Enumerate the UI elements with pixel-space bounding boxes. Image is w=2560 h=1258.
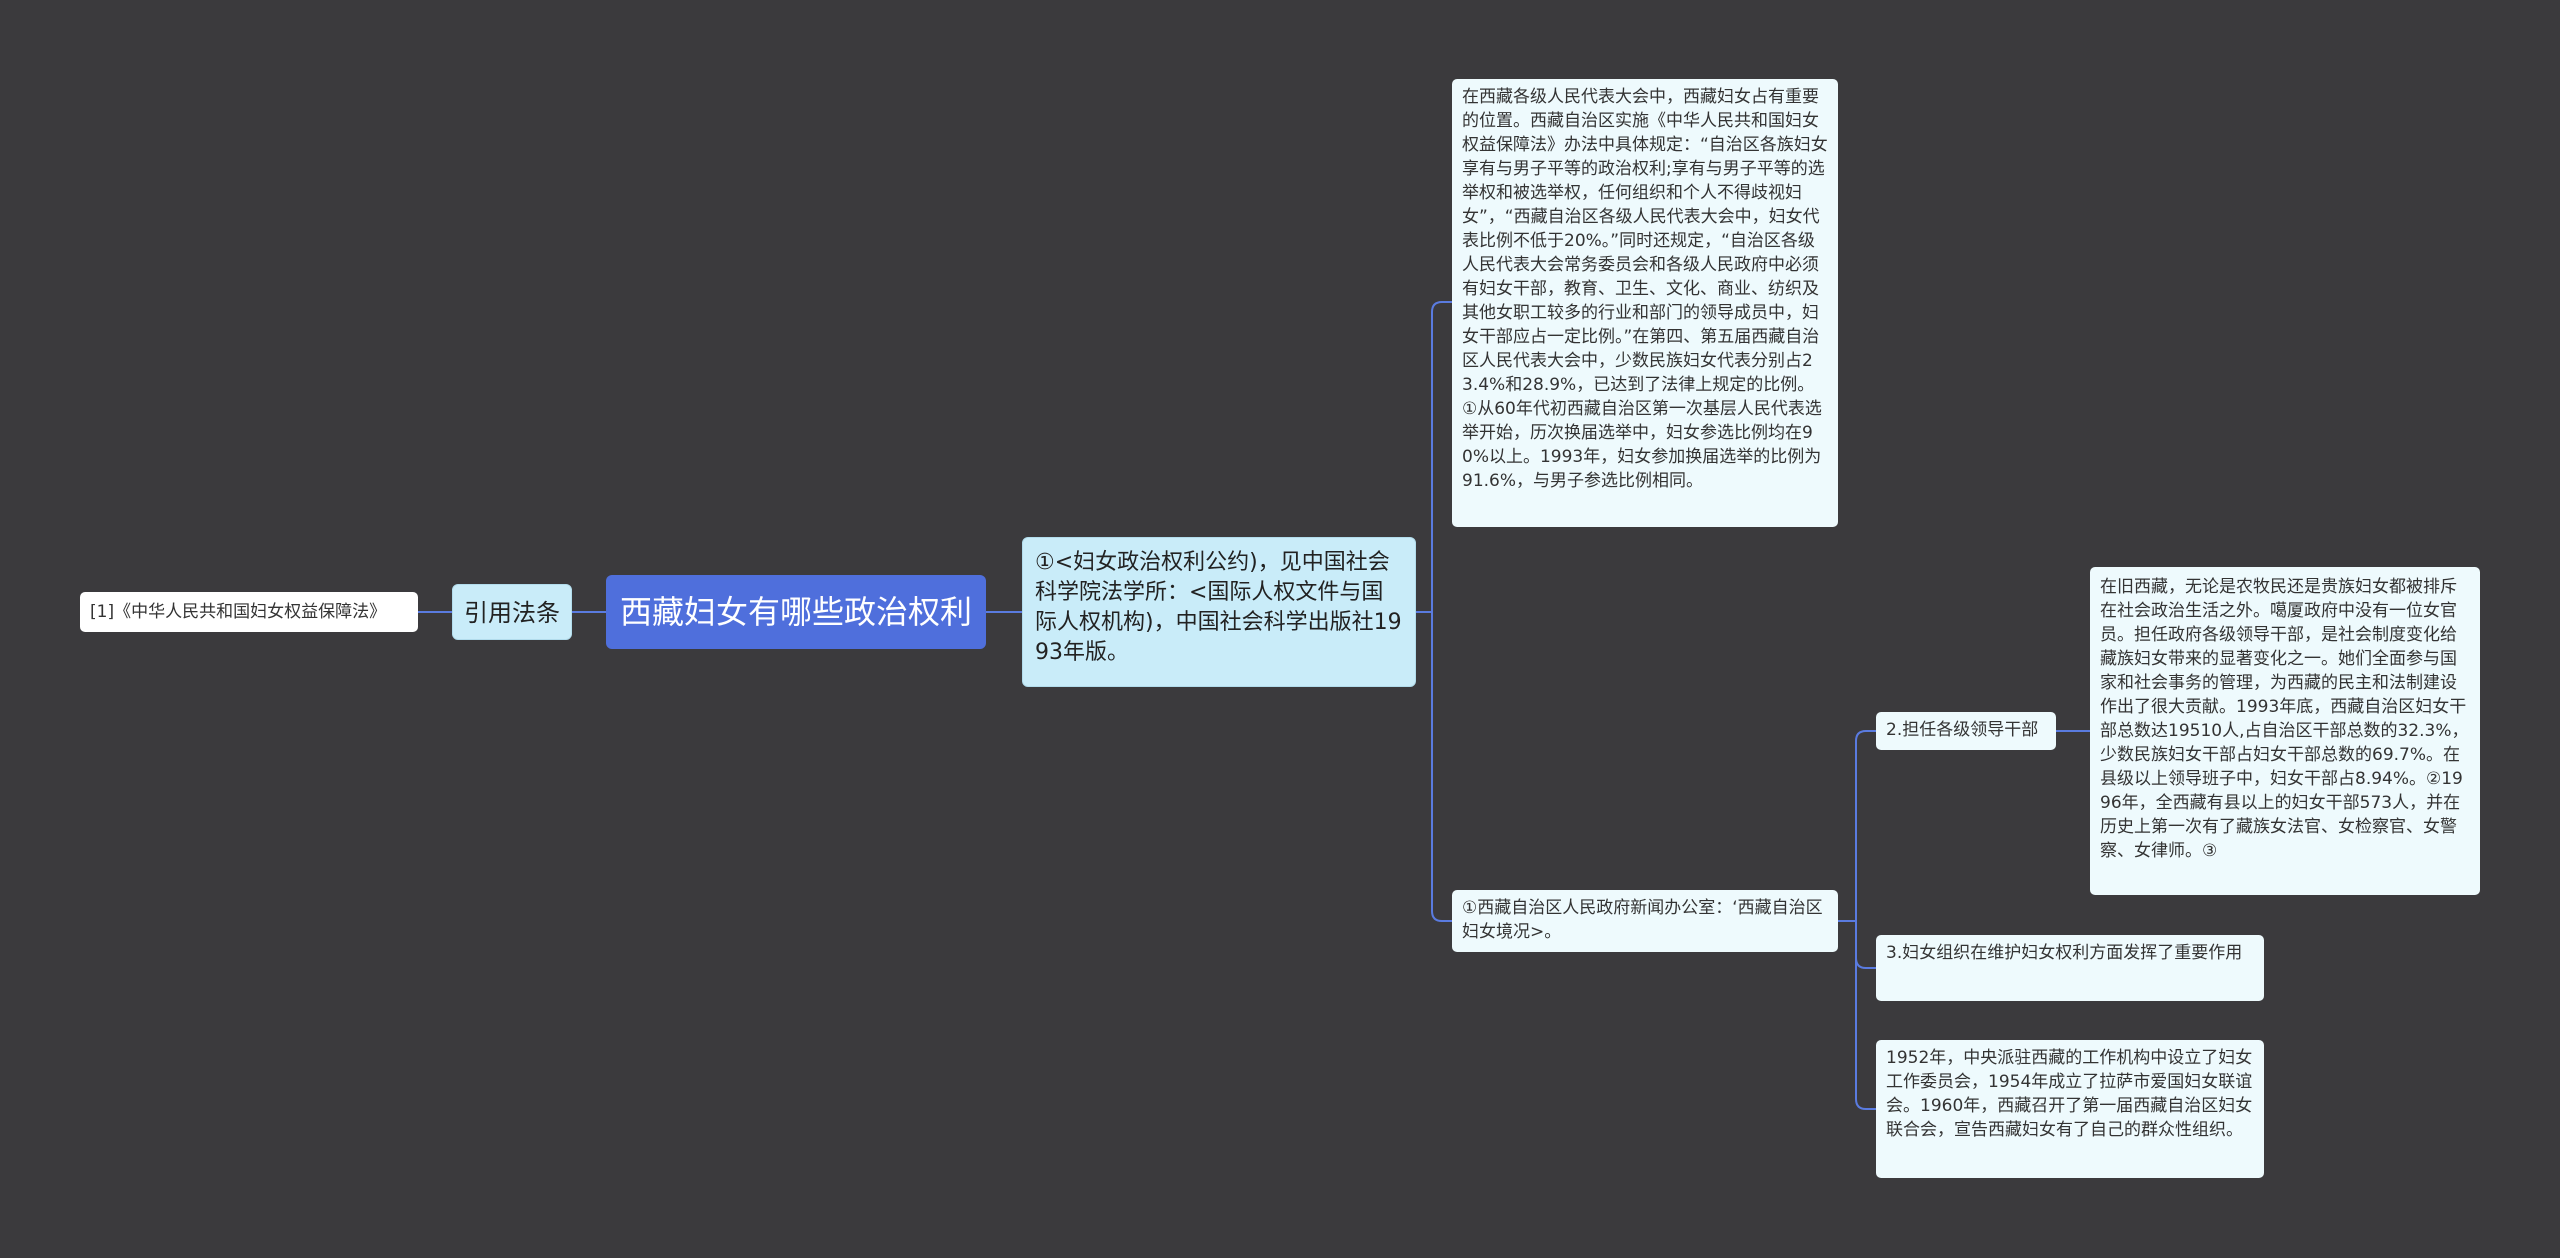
link-office-children <box>1838 730 1876 1110</box>
branch-cited-law[interactable]: 引用法条 <box>452 584 572 640</box>
root-topic[interactable]: 西藏妇女有哪些政治权利 <box>606 575 986 649</box>
node-leading-cadres[interactable]: 2.担任各级领导干部 <box>1876 712 2056 750</box>
leaf-women-rights-law[interactable]: [1]《中华人民共和国妇女权益保障法》 <box>80 592 418 632</box>
leaf-peoples-congress-representation[interactable]: 在西藏各级人民代表大会中，西藏妇女占有重要的位置。西藏自治区实施《中华人民共和国… <box>1452 79 1838 527</box>
link-right-children <box>1416 301 1452 922</box>
leaf-womens-federation-history[interactable]: 1952年，中央派驻西藏的工作机构中设立了妇女工作委员会，1954年成立了拉萨市… <box>1876 1040 2264 1178</box>
leaf-leading-cadres-detail[interactable]: 在旧西藏，无论是农牧民还是贵族妇女都被排斥在社会政治生活之外。噶厦政府中没有一位… <box>2090 567 2480 895</box>
node-information-office-citation[interactable]: ①西藏自治区人民政府新闻办公室：‘西藏自治区妇女境况>。 <box>1452 890 1838 952</box>
branch-political-rights-convention[interactable]: ①<妇女政治权利公约)，见中国社会科学院法学所：<国际人权文件与国际人权机构)，… <box>1022 537 1416 687</box>
node-women-organizations[interactable]: 3.妇女组织在维护妇女权利方面发挥了重要作用 <box>1876 935 2264 1001</box>
